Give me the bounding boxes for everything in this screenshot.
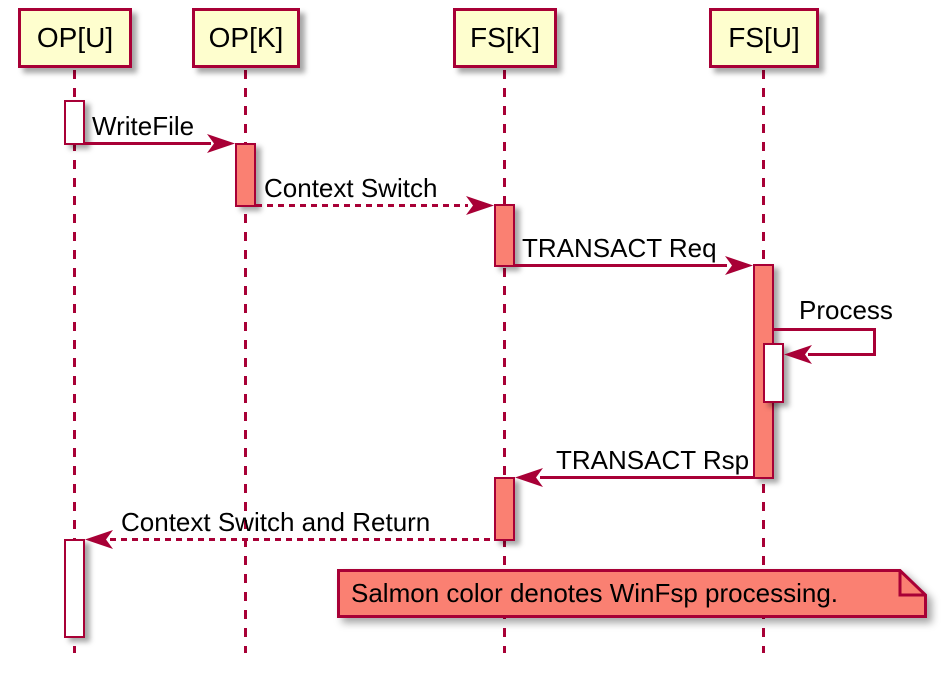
participant-box-op-u: OP[U] — [18, 8, 132, 68]
activation-fs-k-1 — [494, 204, 515, 267]
arrowhead-left-icon — [784, 345, 812, 364]
participant-label-op-u: OP[U] — [36, 22, 114, 53]
message-line-transact-req — [515, 264, 727, 267]
activation-op-u-1 — [64, 100, 85, 145]
self-message-bottom-line — [808, 353, 876, 356]
message-line-transact-rsp — [540, 476, 753, 479]
message-label-process: Process — [799, 295, 893, 325]
arrowhead-right-icon — [725, 256, 753, 275]
self-message-right-line — [873, 328, 876, 356]
arrowhead-left-icon — [85, 530, 113, 549]
message-label-writefile: WriteFile — [92, 111, 195, 141]
message-label-transact-rsp: TRANSACT Rsp — [556, 445, 750, 475]
message-label-context-switch: Context Switch — [264, 173, 438, 203]
participant-box-fs-u: FS[U] — [709, 8, 819, 68]
participant-label-op-k: OP[K] — [208, 22, 284, 53]
activation-op-k — [235, 143, 256, 207]
arrowhead-right-icon — [466, 196, 494, 215]
self-message-top-line — [774, 328, 876, 331]
activation-op-u-2 — [64, 539, 85, 638]
message-label-context-switch-return: Context Switch and Return — [121, 507, 431, 537]
lifeline-op-u — [73, 70, 76, 653]
message-label-transact-req: TRANSACT Req — [522, 233, 717, 263]
activation-fs-k-2 — [494, 477, 515, 541]
participant-label-fs-k: FS[K] — [469, 22, 540, 53]
note-winfsp-processing: Salmon color denotes WinFsp processing. — [337, 569, 927, 618]
participant-box-op-k: OP[K] — [192, 8, 300, 68]
message-line-writefile — [85, 142, 211, 145]
message-line-context-switch — [256, 204, 468, 207]
activation-fs-u-inner — [763, 343, 784, 403]
lifeline-fs-k — [503, 70, 506, 653]
arrowhead-right-icon — [207, 134, 235, 153]
participant-label-fs-u: FS[U] — [728, 22, 800, 53]
arrowhead-left-icon — [515, 468, 543, 487]
participant-box-fs-k: FS[K] — [453, 8, 557, 68]
lifeline-op-k — [244, 70, 247, 653]
note-shape-icon — [337, 569, 927, 618]
note-text: Salmon color denotes WinFsp processing. — [351, 578, 839, 608]
message-line-context-switch-return — [110, 538, 494, 541]
